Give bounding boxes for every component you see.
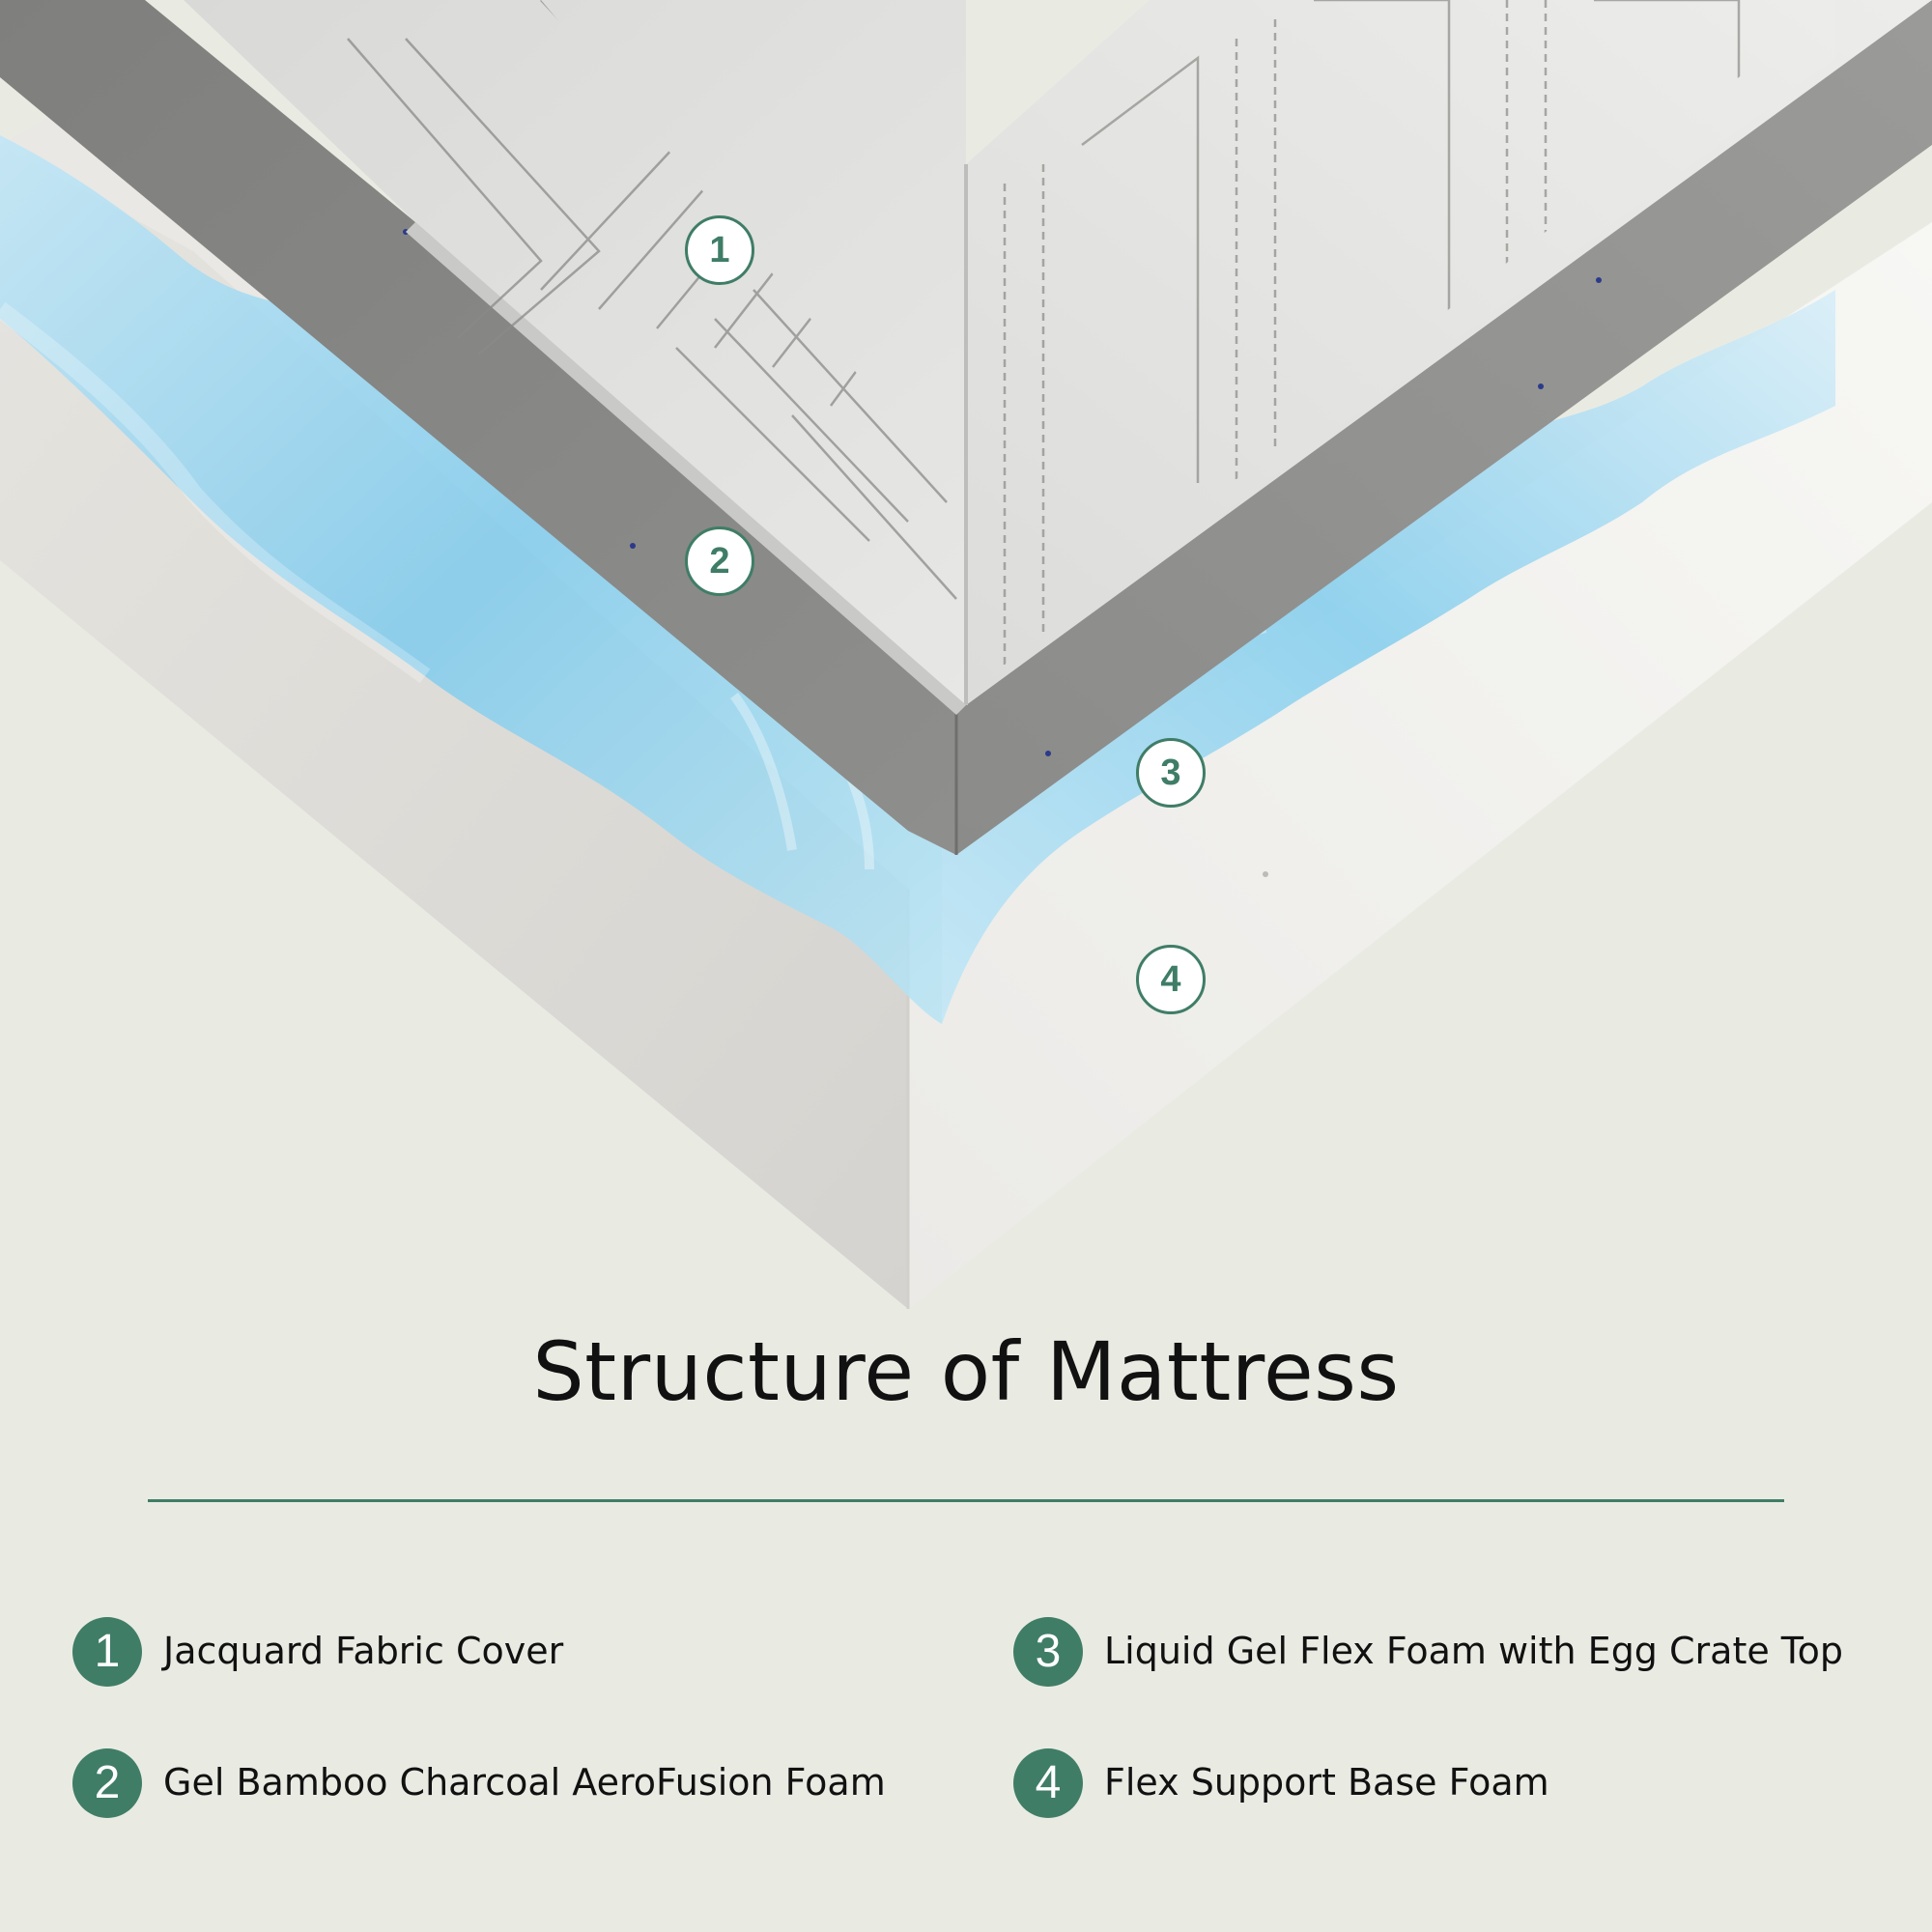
layer-marker-3: 3 — [1136, 738, 1206, 808]
gel-foam-layer — [0, 135, 1835, 1024]
legend-number-4: 4 — [1013, 1748, 1083, 1818]
legend-number-2: 2 — [72, 1748, 142, 1818]
legend-label-4: Flex Support Base Foam — [1104, 1761, 1549, 1804]
legend-number-1: 1 — [72, 1617, 142, 1687]
legend-label-1: Jacquard Fabric Cover — [163, 1630, 564, 1673]
layer-marker-1: 1 — [685, 215, 754, 285]
title-divider — [148, 1499, 1784, 1502]
legend-item-4: 4 Flex Support Base Foam — [1013, 1748, 1549, 1818]
legend-item-1: 1 Jacquard Fabric Cover — [72, 1617, 563, 1687]
layer-marker-4: 4 — [1136, 945, 1206, 1014]
legend-label-2: Gel Bamboo Charcoal AeroFusion Foam — [163, 1761, 886, 1804]
legend-number-3: 3 — [1013, 1617, 1083, 1687]
legend-item-3: 3 Liquid Gel Flex Foam with Egg Crate To… — [1013, 1617, 1843, 1687]
layer-marker-2: 2 — [685, 526, 754, 596]
page-title: Structure of Mattress — [532, 1324, 1400, 1419]
mattress-layer-diagram — [0, 0, 1932, 1309]
legend-item-2: 2 Gel Bamboo Charcoal AeroFusion Foam — [72, 1748, 886, 1818]
legend-label-3: Liquid Gel Flex Foam with Egg Crate Top — [1104, 1630, 1843, 1673]
fabric-cover-layer — [184, 0, 1932, 715]
charcoal-foam-layer — [0, 0, 1932, 855]
